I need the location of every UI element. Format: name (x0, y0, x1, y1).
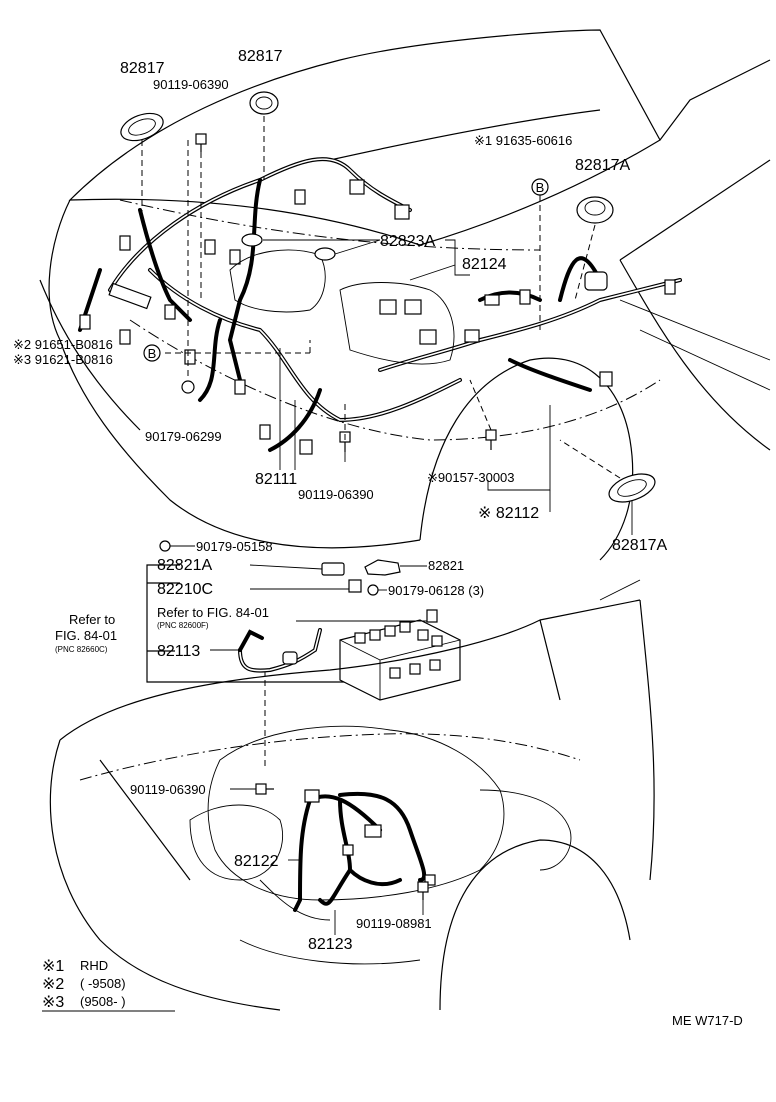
harness-82124 (378, 256, 682, 392)
legend-mark-1: ※1 (42, 958, 64, 975)
top-engine-components (229, 179, 480, 365)
label-82817A-top: 82817A (575, 157, 630, 174)
callout-b-left: B (143, 344, 161, 362)
refer-mid: Refer to FIG. 84-01 (157, 605, 269, 620)
refer-left-line1: Refer to (69, 612, 115, 627)
label-91651-B0816: ※2 91651-B0816 (13, 337, 113, 352)
refer-left-pnc: (PNC 82660C) (55, 645, 108, 654)
legend-text-1: RHD (80, 958, 108, 973)
callout-b-left-label: B (148, 346, 157, 361)
refer-left-line2: FIG. 84-01 (55, 628, 117, 643)
label-82823A: 82823A (380, 233, 435, 250)
label-82821: 82821 (428, 558, 464, 573)
bolt-90119-08981 (417, 881, 429, 900)
bolt-90119-06390-low (255, 783, 274, 795)
legend-text-2: ( -9508) (80, 976, 126, 991)
bottom-part-labels: 90119-06390 82122 90119-08981 82123 (130, 782, 432, 953)
top-part-labels: 82817 82817 90119-06390 ※1 91635-60616 8… (13, 48, 667, 554)
label-90119-06390-low: 90119-06390 (130, 782, 206, 797)
label-91635-60616: ※1 91635-60616 (474, 133, 572, 148)
bottom-vehicle-outline (49, 579, 655, 1011)
refer-mid-pnc: (PNC 82600F) (157, 621, 209, 630)
nut-90179-06128 (367, 584, 379, 596)
label-82124: 82124 (462, 256, 507, 273)
label-82111: 82111 (255, 471, 297, 488)
label-82112: ※ 82112 (478, 505, 539, 522)
label-82210C: 82210C (157, 581, 213, 598)
label-82817-right: 82817 (238, 48, 283, 65)
label-90179-06128: 90179-06128 (3) (388, 583, 484, 598)
grommet-82817-left (120, 112, 164, 142)
callout-b-top-label: B (536, 180, 545, 195)
grommet-82817A-bottom (608, 473, 656, 503)
legend: ※1 RHD ※2 ( -9508) ※3 (9508- ) (42, 958, 175, 1012)
bolt-90119-06390-top (195, 133, 207, 152)
callout-b-top: B (531, 178, 549, 196)
label-82821A: 82821A (157, 557, 212, 574)
label-82123: 82123 (308, 936, 353, 953)
label-82122: 82122 (234, 853, 279, 870)
label-90179-06299: 90179-06299 (145, 429, 222, 444)
label-91621-B0816: ※3 91621-B0816 (13, 352, 113, 367)
top-grommets (120, 91, 656, 503)
figure-code: ME W717-D (672, 1013, 743, 1028)
bolt-90179-06299 (181, 380, 195, 394)
legend-mark-3: ※3 (42, 994, 64, 1011)
clamp-82823A (241, 233, 336, 261)
bracket-82821A (321, 562, 345, 576)
label-82817A-bottom: 82817A (612, 537, 667, 554)
label-90119-06390-top: 90119-06390 (153, 77, 229, 92)
bracket-82821 (364, 559, 401, 576)
harness-82111 (78, 157, 462, 455)
top-dashed-lines (141, 116, 621, 770)
nut-90179-05158 (159, 540, 171, 552)
top-leader-lines (263, 239, 633, 535)
grommet-82817A-top (576, 196, 614, 224)
grommet-82817-right (249, 91, 279, 115)
label-82113: 82113 (157, 643, 200, 660)
clip-refer-84-01 (426, 609, 438, 623)
label-90179-05158: 90179-05158 (196, 539, 273, 554)
clip-82210C (348, 579, 362, 593)
label-90157-30003: ※90157-30003 (427, 470, 515, 485)
label-82817-left: 82817 (120, 60, 165, 77)
label-90119-08981: 90119-08981 (356, 916, 432, 931)
bottom-engine (189, 725, 572, 965)
relay-block-section: 90179-05158 82821A 82821 82210C 90179-06… (55, 539, 484, 701)
bolt-90157-30003 (485, 429, 497, 450)
top-vehicle-outline (39, 29, 771, 561)
legend-text-3: (9508- ) (80, 994, 126, 1009)
label-90119-06390-mid: 90119-06390 (298, 487, 374, 502)
harness-82113 (238, 628, 322, 673)
legend-mark-2: ※2 (42, 976, 64, 993)
